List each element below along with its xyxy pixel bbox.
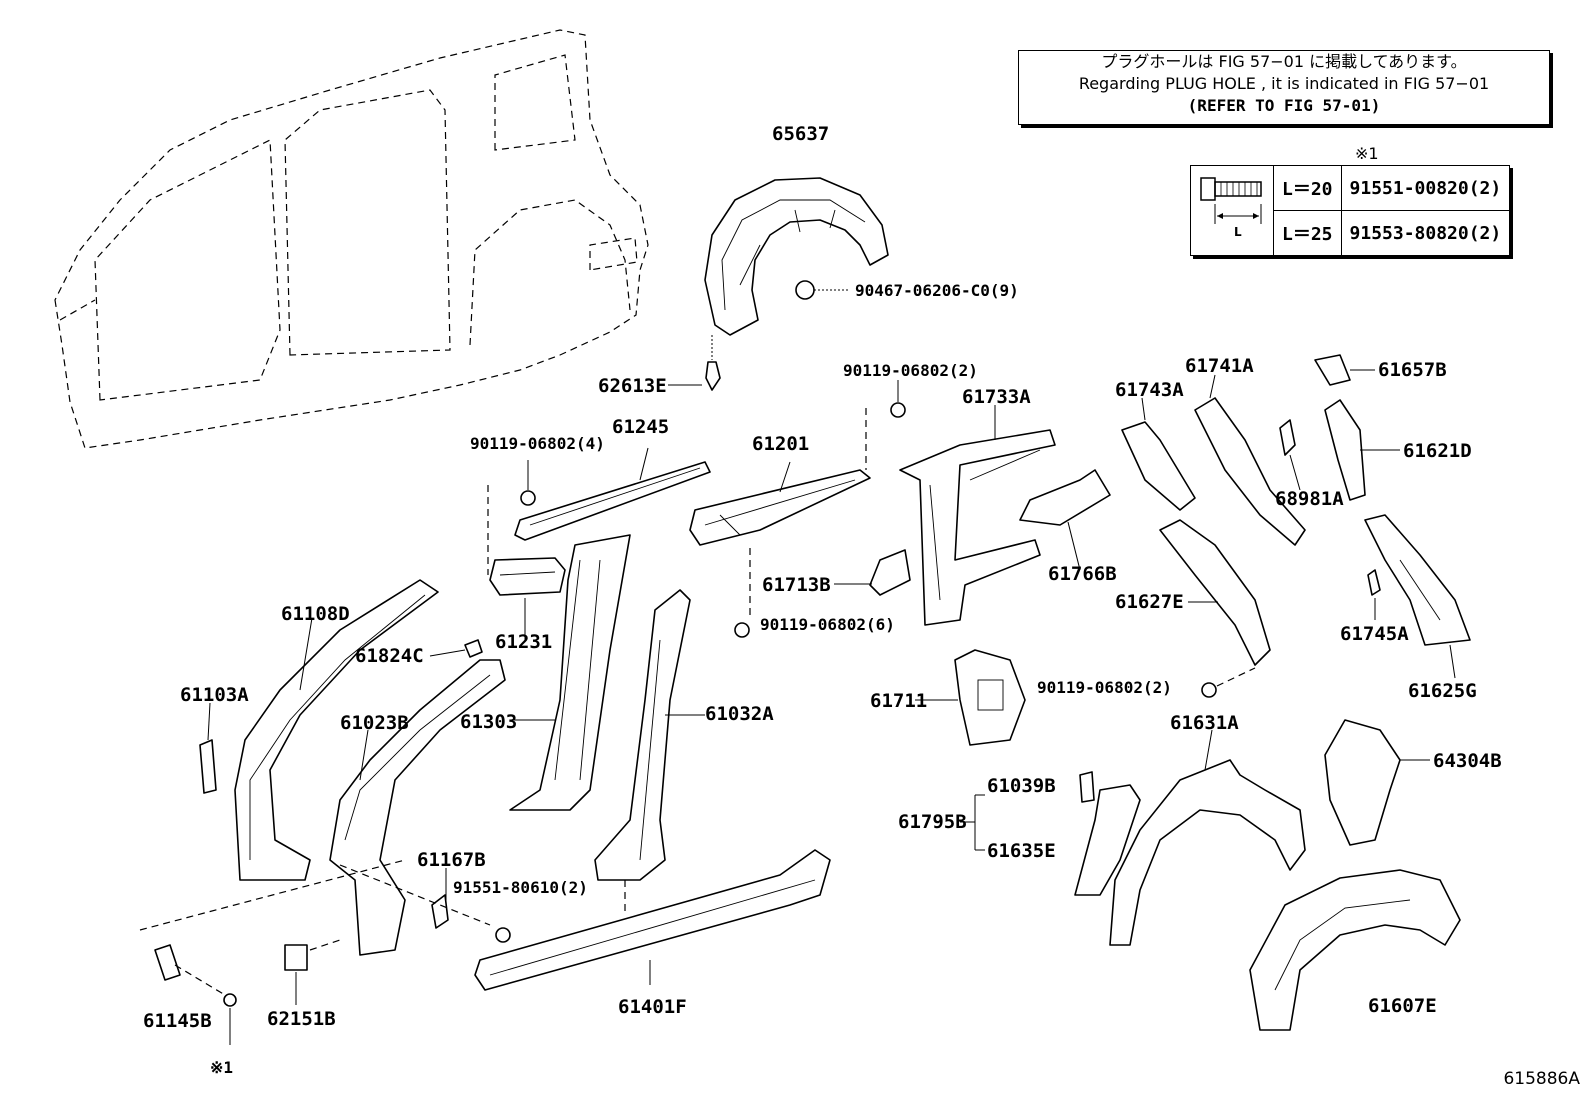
- part-68981A-bracket[interactable]: [1279, 419, 1301, 491]
- label-61625G: 61625G: [1408, 680, 1477, 702]
- part-61824C-pad[interactable]: [429, 639, 483, 658]
- part-61631A-wheelhouse-inner[interactable]: [1109, 729, 1306, 946]
- part-61201-rail-reinforcement[interactable]: [689, 408, 871, 615]
- part-61766B-extension[interactable]: [1019, 469, 1111, 571]
- table-row: L＝25 91553-80820(2): [1191, 210, 1511, 256]
- part-64304B-panel[interactable]: [1324, 719, 1430, 846]
- part-90119-bolt-4[interactable]: [487, 460, 536, 575]
- plug-hole-note: プラグホールは FIG 57−01 に掲載してあります。 Regarding P…: [1018, 50, 1550, 125]
- label-61023B: 61023B: [340, 712, 409, 734]
- label-61401F: 61401F: [618, 996, 687, 1018]
- part-90119-bolt-2a[interactable]: [890, 380, 906, 418]
- part-61145B-bracket[interactable]: [154, 944, 237, 1045]
- part-61713B-gusset[interactable]: [834, 549, 911, 596]
- label-61631A: 61631A: [1170, 712, 1239, 734]
- part-61745A-bracket[interactable]: [1367, 569, 1381, 620]
- label-61711: 61711: [870, 690, 927, 712]
- label-65637: 65637: [772, 123, 829, 145]
- label-61657B: 61657B: [1378, 359, 1447, 381]
- part-61108D-a-pillar[interactable]: [234, 579, 439, 881]
- part-61231-bracket[interactable]: [489, 557, 566, 640]
- label-61795B: 61795B: [898, 811, 967, 833]
- part-61743A-pillar-reinforcement[interactable]: [1121, 397, 1196, 511]
- note-line-english: Regarding PLUG HOLE , it is indicated in…: [1078, 74, 1490, 93]
- label-90119-06802-6: 90119-06802(6): [760, 615, 895, 634]
- label-61635E: 61635E: [987, 840, 1056, 862]
- note-line-japanese: プラグホールは FIG 57−01 に掲載してあります。: [1101, 52, 1467, 71]
- part-61167B-bracket[interactable]: [139, 859, 491, 931]
- table-row: L L＝20 91551-00820(2): [1190, 165, 1511, 256]
- part-90119-bolt-6[interactable]: [734, 622, 750, 638]
- label-61621D: 61621D: [1403, 440, 1472, 462]
- bolt-length-table: L L＝20 91551-00820(2) L＝25 91553-80820(2…: [1190, 165, 1511, 256]
- part-number-cell: 91553-80820(2): [1340, 210, 1511, 256]
- part-61607E-wheelhouse[interactable]: [1249, 869, 1461, 1031]
- length-cell: L＝25: [1273, 210, 1342, 256]
- part-61401F-rocker[interactable]: [474, 849, 831, 991]
- label-68981A: 68981A: [1275, 488, 1344, 510]
- label-61733A: 61733A: [962, 386, 1031, 408]
- label-61743A: 61743A: [1115, 379, 1184, 401]
- label-61108D: 61108D: [281, 603, 350, 625]
- label-61032A: 61032A: [705, 703, 774, 725]
- label-61231: 61231: [495, 631, 552, 653]
- label-61245: 61245: [612, 416, 669, 438]
- label-61167B: 61167B: [417, 849, 486, 871]
- part-61245-roof-rail[interactable]: [514, 447, 711, 541]
- label-64304B: 64304B: [1433, 750, 1502, 772]
- label-61103A: 61103A: [180, 684, 249, 706]
- label-61303: 61303: [460, 711, 517, 733]
- bolt-table-marker: ※1: [1355, 144, 1379, 163]
- label-61145B: 61145B: [143, 1010, 212, 1032]
- part-61657B-cap[interactable]: [1314, 354, 1375, 386]
- part-number-cell: 91551-00820(2): [1340, 165, 1511, 211]
- label-61201: 61201: [752, 433, 809, 455]
- part-91551-bolt[interactable]: [495, 927, 511, 943]
- part-62151B-pad[interactable]: [284, 939, 341, 1005]
- note-line-reference: (REFER TO FIG 57-01): [1187, 96, 1381, 115]
- label-90119-06802-4: 90119-06802(4): [470, 434, 605, 453]
- label-61039B: 61039B: [987, 775, 1056, 797]
- part-61733A-quarter-inner[interactable]: [899, 405, 1056, 626]
- part-61032A-center-pillar-inner[interactable]: [594, 589, 705, 881]
- part-61303-center-pillar-outer[interactable]: [509, 534, 631, 811]
- dimension-label: L: [1234, 225, 1242, 239]
- label-61627E: 61627E: [1115, 591, 1184, 613]
- length-cell: L＝20: [1273, 165, 1342, 211]
- label-90467-06206-C0: 90467-06206-C0(9): [855, 281, 1019, 300]
- part-65637-fender-liner[interactable]: [704, 177, 889, 336]
- label-90119-06802-2b: 90119-06802(2): [1037, 678, 1172, 697]
- label-62613E: 62613E: [598, 375, 667, 397]
- part-62613E-clip[interactable]: [668, 335, 721, 391]
- part-61621D-panel[interactable]: [1324, 399, 1400, 501]
- part-61023B-a-pillar-inner[interactable]: [329, 659, 506, 956]
- part-61741A-pillar-inner[interactable]: [1194, 374, 1306, 546]
- part-61711-panel[interactable]: [915, 649, 1026, 746]
- part-90119-bolt-2b[interactable]: [1201, 667, 1256, 698]
- label-star-note: ※1: [210, 1058, 233, 1077]
- label-61741A: 61741A: [1185, 355, 1254, 377]
- part-61625G-quarter-inner-rear[interactable]: [1364, 514, 1471, 679]
- label-61745A: 61745A: [1340, 623, 1409, 645]
- part-61103A-bracket[interactable]: [199, 702, 217, 794]
- label-61824C: 61824C: [355, 645, 424, 667]
- label-61607E: 61607E: [1368, 995, 1437, 1017]
- label-61713B: 61713B: [762, 574, 831, 596]
- part-90467-clip[interactable]: [795, 280, 850, 300]
- part-61627E-wheelhouse-reinforcement[interactable]: [1159, 519, 1271, 666]
- part-61039B-bracket[interactable]: [1079, 771, 1095, 803]
- label-61766B: 61766B: [1048, 563, 1117, 585]
- vehicle-body-outline: [54, 29, 649, 449]
- bracket-61795B: [960, 794, 985, 851]
- part-61635E-wheelhouse-outer[interactable]: [1074, 784, 1141, 896]
- label-62151B: 62151B: [267, 1008, 336, 1030]
- bolt-icon: L: [1190, 165, 1274, 256]
- label-90119-06802-2a: 90119-06802(2): [843, 361, 978, 380]
- label-91551-80610: 91551-80610(2): [453, 878, 588, 897]
- figure-id: 615886A: [1503, 1069, 1580, 1089]
